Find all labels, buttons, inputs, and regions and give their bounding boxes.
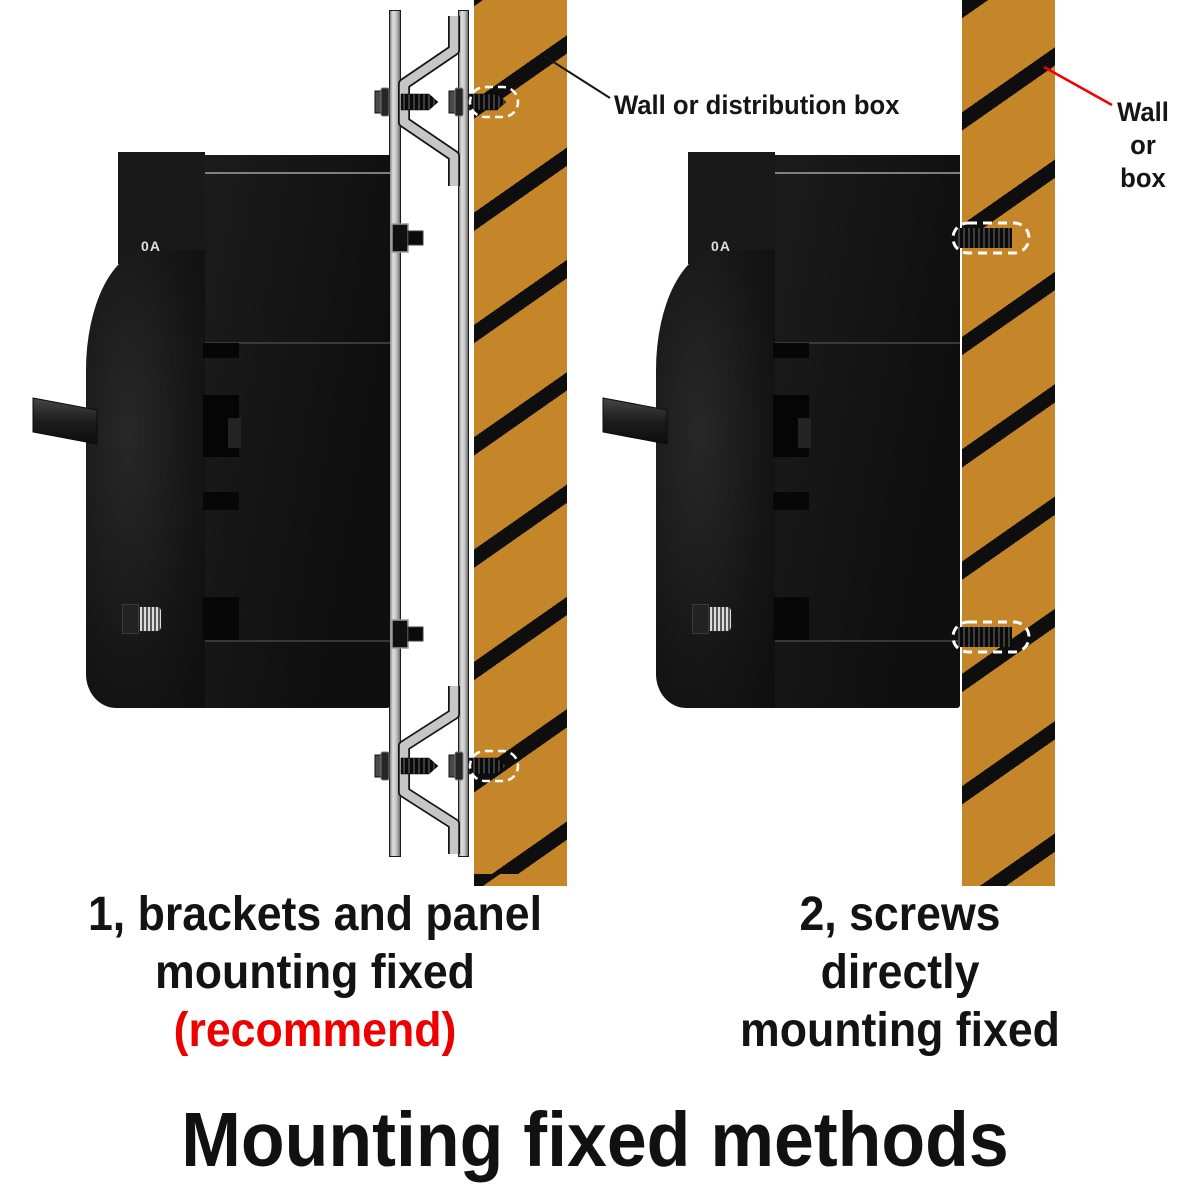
- wall-label-right-line2: or: [1130, 130, 1156, 160]
- breaker-case-seam: [202, 172, 390, 174]
- breaker-rating-label: 0A: [711, 238, 731, 254]
- breaker-front-column: [688, 152, 775, 264]
- breaker-case-seam: [772, 172, 960, 174]
- method2-caption: 2, screws directly mounting fixed: [714, 886, 1086, 1060]
- circuit-breaker-left: 0A: [30, 150, 390, 710]
- wall-label-right-line3: box: [1120, 163, 1166, 193]
- terminal-screw-base: [692, 604, 709, 634]
- breaker-divider-top: [772, 342, 960, 344]
- method1-caption-line2: mounting fixed: [155, 946, 475, 999]
- wall-label-right-line1: Wall: [1117, 97, 1169, 127]
- terminal-screw-base: [122, 604, 139, 634]
- method2-caption-line1: 2, screws directly: [799, 888, 1001, 999]
- breaker-recess: [203, 597, 239, 640]
- method1-caption: 1, brackets and panel mounting fixed (re…: [59, 886, 571, 1060]
- method1-caption-line1: 1, brackets and panel: [87, 888, 543, 941]
- breaker-recess-notch: [228, 418, 241, 448]
- breaker-divider-bottom: [180, 640, 390, 642]
- breaker-divider-bottom: [750, 640, 960, 642]
- wall-hatched-right: [962, 0, 1055, 886]
- breaker-front-bulge: [656, 250, 775, 708]
- method1-recommend-note: (recommend): [173, 1004, 457, 1057]
- mounting-bracket-top: [398, 16, 460, 186]
- breaker-front-column: [118, 152, 205, 264]
- breaker-recess-notch: [798, 418, 811, 448]
- breaker-recess: [773, 492, 809, 510]
- breaker-recess: [773, 597, 809, 640]
- circuit-breaker-right: 0A: [600, 150, 960, 710]
- breaker-front-bulge: [86, 250, 205, 708]
- wall-hatched-left: [474, 0, 567, 886]
- breaker-recess: [203, 343, 239, 358]
- breaker-recess: [773, 343, 809, 358]
- wall-label-left: Wall or distribution box: [614, 90, 900, 120]
- mounting-panel-bar-inner: [389, 10, 401, 857]
- page-title: Mounting fixed methods: [181, 1097, 1009, 1183]
- mounting-panel-bar-outer: [458, 10, 469, 857]
- breaker-rating-label: 0A: [141, 238, 161, 254]
- method2-caption-line2: mounting fixed: [740, 1004, 1060, 1057]
- terminal-screw: [139, 606, 162, 632]
- breaker-divider-top: [202, 342, 390, 344]
- mounting-bracket-bottom: [398, 686, 460, 854]
- wall-label-right: Wall or box: [1097, 96, 1188, 195]
- breaker-recess: [203, 492, 239, 510]
- terminal-screw: [709, 606, 732, 632]
